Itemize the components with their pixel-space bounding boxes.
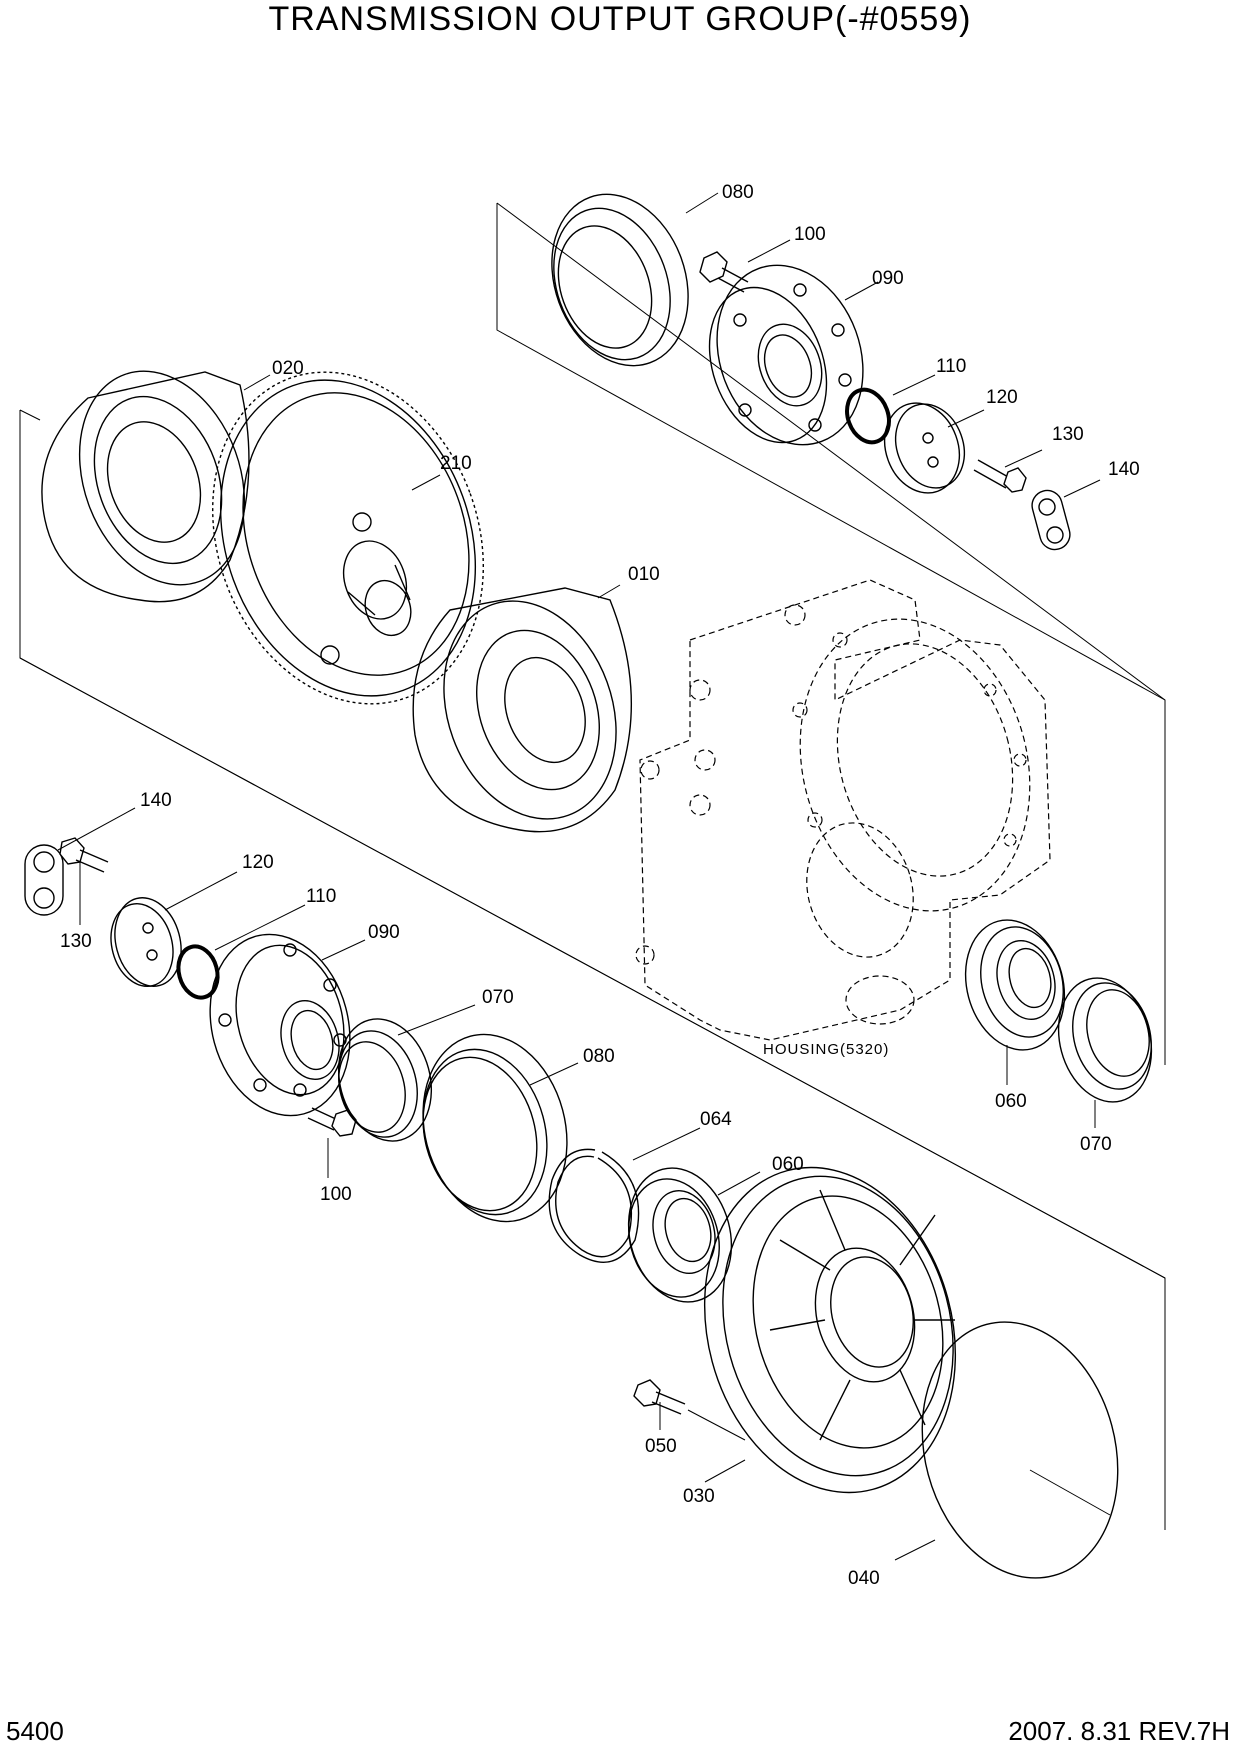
- callout-080-top: 080: [722, 182, 754, 203]
- callout-060-mid: 060: [772, 1154, 804, 1175]
- callout-120-left: 120: [242, 852, 274, 873]
- callout-060-right: 060: [995, 1091, 1027, 1112]
- bolt-050: [633, 1379, 686, 1415]
- bearing-060-right: [964, 919, 1066, 1051]
- o-ring-110-top: [845, 387, 891, 445]
- callout-130-top: 130: [1052, 424, 1084, 445]
- page-number: 5400: [6, 1716, 64, 1746]
- callout-130-left: 130: [60, 931, 92, 952]
- callout-210: 210: [440, 453, 472, 474]
- bearing-060-mid: [627, 1167, 733, 1303]
- housing-label: HOUSING(5320): [763, 1041, 889, 1058]
- callout-070-right: 070: [1080, 1134, 1112, 1155]
- callout-010: 010: [628, 564, 660, 585]
- callout-140-left: 140: [140, 790, 172, 811]
- seal-070-right: [1057, 977, 1153, 1103]
- seal-070-mid: [337, 1018, 433, 1142]
- callout-080-mid: 080: [583, 1046, 615, 1067]
- revision-date: 2007. 8.31 REV.7H: [1008, 1716, 1230, 1746]
- o-ring-040: [921, 1321, 1119, 1579]
- callout-110-left: 110: [306, 886, 336, 907]
- callout-100-left: 100: [320, 1184, 352, 1205]
- o-ring-110-left: [176, 944, 220, 1000]
- bolt-130-top: [973, 459, 1027, 493]
- frame-lines: [19, 202, 1166, 1530]
- seal-080-top: [551, 193, 689, 367]
- lock-plate-140-top: [1031, 489, 1071, 551]
- callout-070-mid: 070: [482, 987, 514, 1008]
- snap-ring-064: [548, 1148, 640, 1263]
- housing-5320: [635, 579, 1051, 1041]
- callout-020: 020: [272, 358, 304, 379]
- gear-210: [212, 371, 484, 705]
- callout-064: 064: [700, 1109, 732, 1130]
- callout-labels: 080 100 090 110 120 130 140 020 210 010 …: [60, 182, 1140, 1589]
- page-title: TRANSMISSION OUTPUT GROUP(-#0559): [268, 0, 972, 38]
- callout-110-top: 110: [936, 356, 966, 377]
- flange-090-top: [708, 264, 864, 446]
- callout-030: 030: [683, 1486, 715, 1507]
- housing-cover-030: [703, 1166, 957, 1494]
- callout-100-top: 100: [794, 224, 826, 245]
- callout-090-top: 090: [872, 268, 904, 289]
- callout-050: 050: [645, 1436, 677, 1457]
- plate-120-top: [883, 402, 966, 494]
- cover-020: [41, 370, 250, 603]
- flange-090-left: [209, 933, 351, 1117]
- plate-120-left: [110, 897, 182, 988]
- callout-040: 040: [848, 1568, 880, 1589]
- lock-plate-140-left: [24, 844, 64, 916]
- seal-080-mid: [422, 1033, 568, 1223]
- bolt-100-left: [307, 1107, 357, 1137]
- bolt-130-left: [59, 837, 109, 873]
- callout-090-left: 090: [368, 922, 400, 943]
- bolt-100-top: [699, 251, 749, 293]
- leader-lines: [57, 192, 1111, 1561]
- callout-140-top: 140: [1108, 459, 1140, 480]
- callout-120-top: 120: [986, 387, 1018, 408]
- cover-010: [412, 587, 633, 833]
